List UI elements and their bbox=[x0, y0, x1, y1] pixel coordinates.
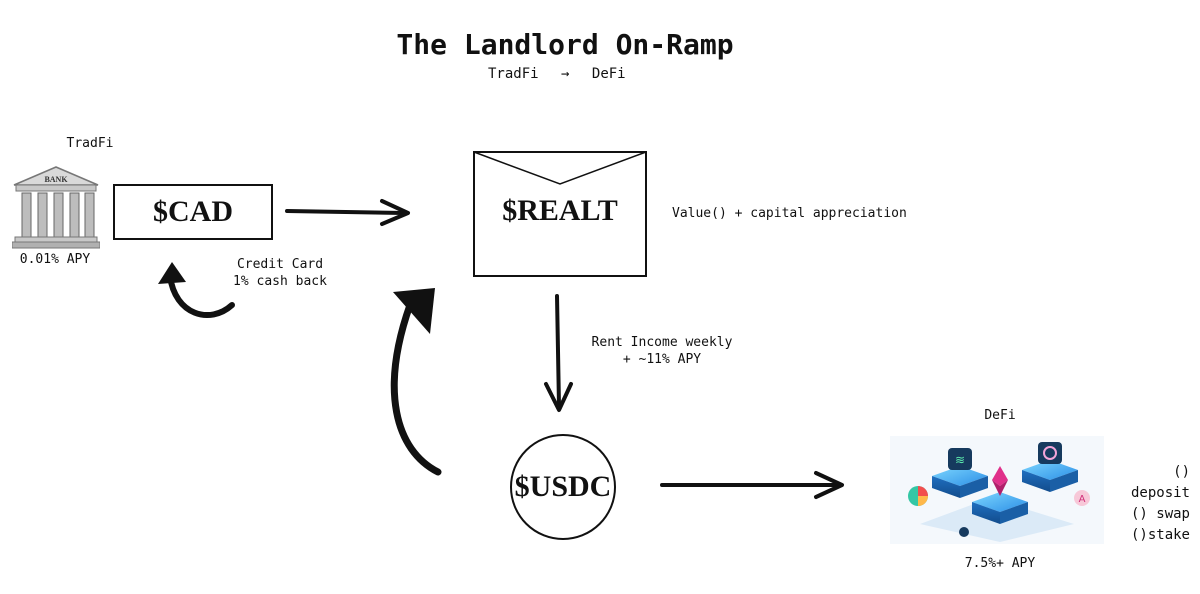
credit-card-line2: 1% cash back bbox=[233, 274, 327, 289]
subtitle-to: DeFi bbox=[591, 66, 626, 82]
credit-card-line1: Credit Card bbox=[236, 257, 324, 272]
svg-text:≋: ≋ bbox=[955, 453, 965, 467]
bank-icon: BANK bbox=[12, 165, 100, 249]
defi-action-swap: () swap bbox=[1130, 506, 1190, 522]
defi-actions: () deposit () swap ()stake bbox=[1110, 462, 1190, 546]
defi-illustration: ≋ A bbox=[890, 436, 1104, 544]
defi-apy: 7.5%+ APY bbox=[964, 556, 1036, 571]
arrow-cashback-to-cad bbox=[158, 262, 235, 318]
realt-envelope: $REALT bbox=[472, 150, 648, 278]
arrow-usdc-to-defi bbox=[660, 471, 844, 499]
rent-line1: Rent Income weekly bbox=[591, 335, 733, 350]
cad-box: $CAD bbox=[113, 184, 273, 240]
credit-card-label: Credit Card 1% cash back bbox=[218, 256, 342, 290]
diagram-title: The Landlord On-Ramp bbox=[396, 28, 734, 61]
usdc-circle: $USDC bbox=[510, 434, 616, 540]
subtitle-arrow: → bbox=[561, 66, 570, 82]
defi-action-stake: ()stake bbox=[1130, 527, 1190, 543]
arrow-cad-to-realt bbox=[285, 199, 410, 226]
usdc-label: $USDC bbox=[514, 470, 612, 503]
arrow-usdc-to-realt bbox=[390, 288, 442, 476]
cad-label: $CAD bbox=[153, 195, 233, 228]
diagram-subtitle: TradFi → DeFi bbox=[488, 66, 626, 82]
svg-text:A: A bbox=[1079, 494, 1086, 505]
realt-note: Value() + capital appreciation bbox=[672, 206, 907, 221]
bank-apy: 0.01% APY bbox=[19, 252, 91, 267]
tradfi-heading: TradFi bbox=[66, 136, 114, 151]
subtitle-from: TradFi bbox=[488, 66, 539, 82]
rent-label: Rent Income weekly + ~11% APY bbox=[582, 334, 742, 368]
defi-heading: DeFi bbox=[984, 408, 1016, 423]
rent-line2: + ~11% APY bbox=[622, 352, 702, 367]
bank-sign: BANK bbox=[44, 175, 68, 184]
arrow-realt-to-usdc bbox=[544, 294, 573, 412]
realt-label: $REALT bbox=[502, 194, 618, 227]
defi-action-deposit: () deposit bbox=[1130, 464, 1190, 501]
